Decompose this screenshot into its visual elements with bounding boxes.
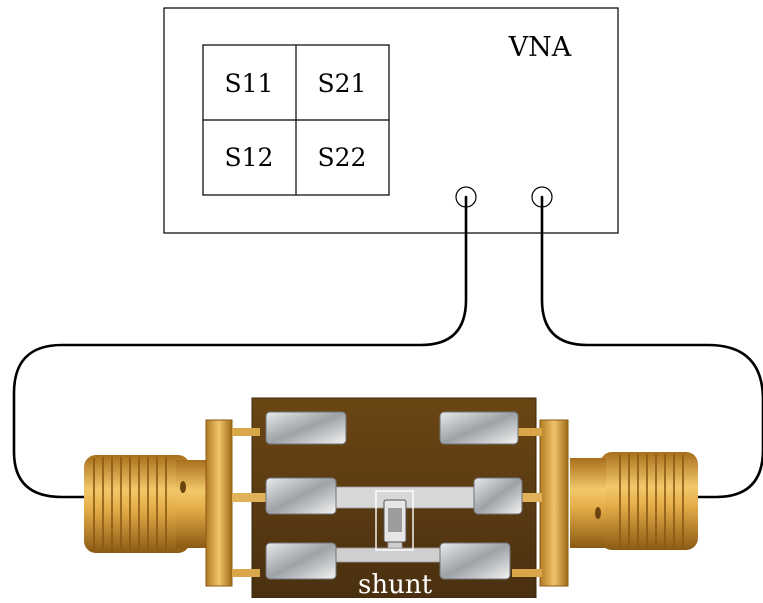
s12-label: S12: [225, 143, 274, 172]
vna-label: VNA: [508, 32, 572, 63]
shunt-highlight-box: [375, 490, 414, 551]
s21-label: S21: [318, 69, 367, 98]
s-parameter-matrix: S11 S21 S12 S22: [202, 44, 390, 196]
solder-pads: [265, 411, 523, 580]
left-sma-connector: [84, 419, 268, 587]
s22-label: S22: [318, 143, 367, 172]
vna-instrument: VNA S11 S21 S12 S22: [163, 7, 619, 234]
cable-port-1: [12, 195, 468, 499]
cable-port-2: [540, 195, 763, 499]
s11-label: S11: [225, 69, 274, 98]
shunt-label: shunt: [358, 570, 433, 598]
dut-board: shunt: [84, 397, 698, 600]
